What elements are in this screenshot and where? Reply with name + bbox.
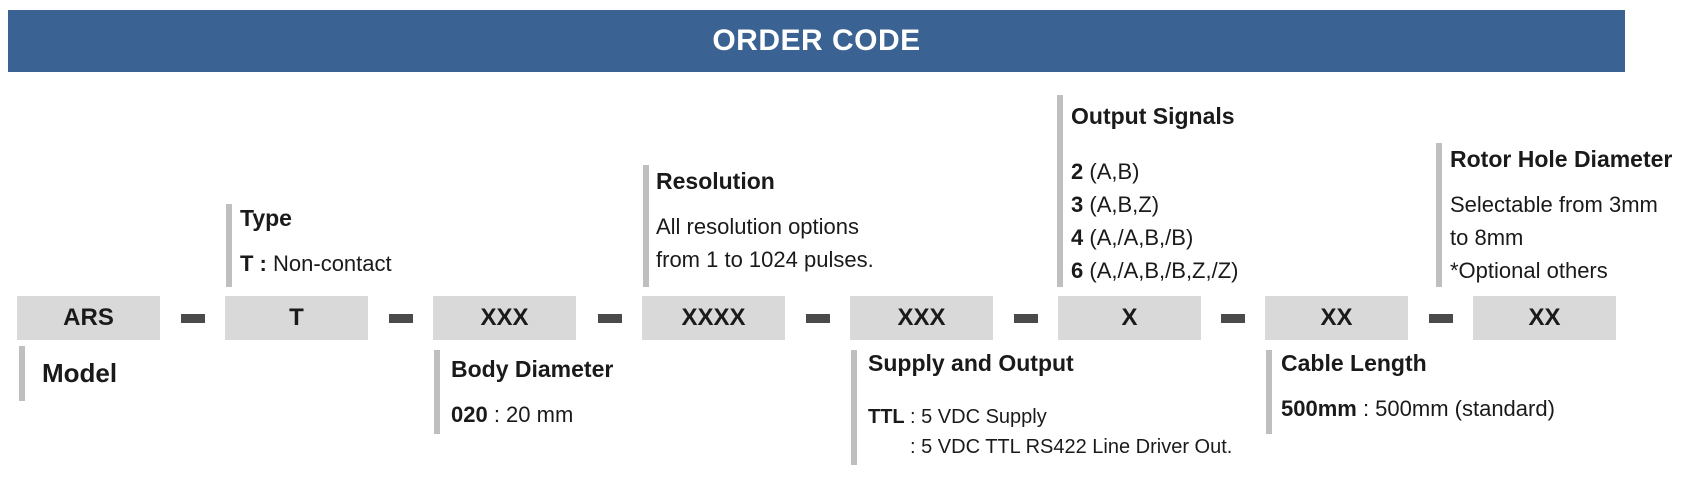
output-signal-option: 4 (A,/A,B,/B) xyxy=(1071,225,1194,250)
segment-model: ARS xyxy=(17,296,160,340)
segment-rotor-hole: XX xyxy=(1473,296,1616,340)
rotor-hole-bar xyxy=(1436,143,1442,287)
page-title: ORDER CODE xyxy=(712,24,921,57)
segment-type: T xyxy=(225,296,368,340)
separator-dash xyxy=(181,314,205,323)
resolution-block: Resolution All resolution options from 1… xyxy=(656,165,874,276)
rotor-hole-line: *Optional others xyxy=(1450,258,1608,283)
type-bar xyxy=(226,204,232,287)
segment-cable-length: XX xyxy=(1265,296,1408,340)
cable-length-block: Cable Length 500mm : 500mm (standard) xyxy=(1281,347,1555,425)
body-diameter-option: 020 : 20 mm xyxy=(451,402,574,427)
order-code-banner: ORDER CODE xyxy=(8,10,1625,72)
cable-length-bar xyxy=(1266,350,1272,434)
rotor-hole-line: to 8mm xyxy=(1450,225,1524,250)
rotor-hole-block: Rotor Hole Diameter Selectable from 3mm … xyxy=(1450,143,1672,287)
output-signal-option: 3 (A,B,Z) xyxy=(1071,192,1160,217)
segment-body-diameter: XXX xyxy=(433,296,576,340)
separator-dash xyxy=(389,314,413,323)
supply-output-block: Supply and Output TTL: 5 VDC Supply : 5 … xyxy=(868,347,1232,462)
model-label: Model xyxy=(42,358,118,388)
separator-dash xyxy=(598,314,622,323)
supply-output-bar xyxy=(851,350,857,465)
segment-resolution: XXXX xyxy=(642,296,785,340)
supply-output-line: : 5 VDC TTL RS422 Line Driver Out. xyxy=(910,436,1233,458)
resolution-line: All resolution options xyxy=(656,214,860,239)
output-signal-option: 6 (A,/A,B,/B,Z,/Z) xyxy=(1071,258,1239,283)
supply-output-line: TTL: 5 VDC Supply xyxy=(868,406,1047,428)
body-diameter-block: Body Diameter 020 : 20 mm xyxy=(451,353,613,431)
resolution-title: Resolution xyxy=(656,168,775,194)
separator-dash xyxy=(1429,314,1453,323)
rotor-hole-title: Rotor Hole Diameter xyxy=(1450,146,1673,172)
separator-dash xyxy=(1221,314,1245,323)
segment-supply-output: XXX xyxy=(850,296,993,340)
output-signals-block: Output Signals 2 (A,B) 3 (A,B,Z) 4 (A,/A… xyxy=(1071,100,1239,287)
cable-length-option: 500mm : 500mm (standard) xyxy=(1281,396,1555,421)
type-title: Type xyxy=(240,205,292,231)
segment-output-signals: X xyxy=(1058,296,1201,340)
cable-length-title: Cable Length xyxy=(1281,350,1427,376)
output-signal-option: 2 (A,B) xyxy=(1071,159,1140,184)
separator-dash xyxy=(1014,314,1038,323)
resolution-line: from 1 to 1024 pulses. xyxy=(656,247,874,272)
output-signals-title: Output Signals xyxy=(1071,103,1235,129)
separator-dash xyxy=(806,314,830,323)
model-bar xyxy=(19,346,25,401)
supply-output-title: Supply and Output xyxy=(868,350,1074,376)
body-diameter-bar xyxy=(434,350,440,434)
type-block: Type T : Non-contact xyxy=(240,202,392,280)
resolution-bar xyxy=(643,165,649,287)
type-option: T : Non-contact xyxy=(240,251,392,276)
body-diameter-title: Body Diameter xyxy=(451,356,614,382)
rotor-hole-line: Selectable from 3mm xyxy=(1450,192,1658,217)
output-signals-bar xyxy=(1057,95,1063,287)
